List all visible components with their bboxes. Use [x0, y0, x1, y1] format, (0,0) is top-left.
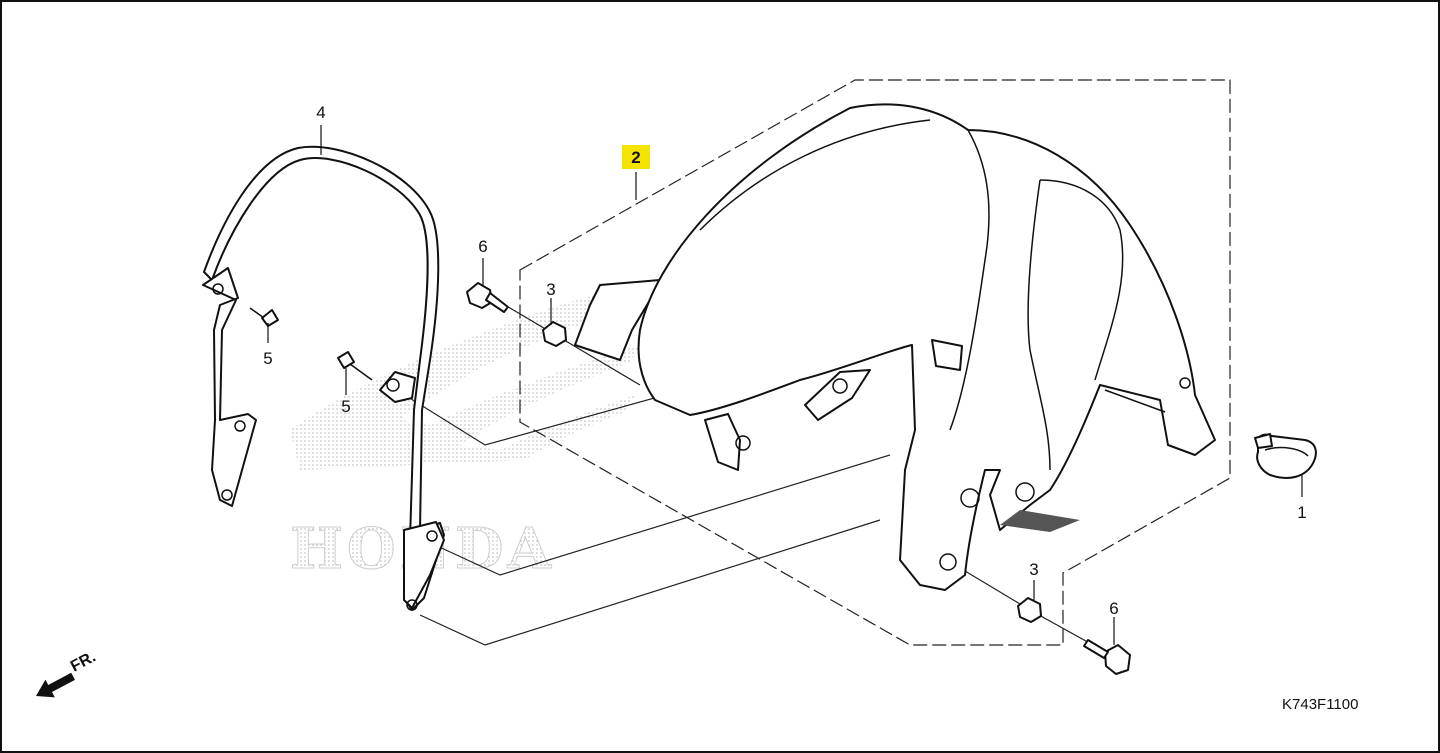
callout-3-bottom: 3	[1029, 560, 1038, 579]
front-direction-label: FR.	[68, 648, 99, 675]
flange-bolt-icon	[466, 282, 1131, 675]
fender-stay-icon	[202, 145, 445, 611]
callout-5-lower: 5	[341, 397, 350, 416]
nut-icon	[542, 321, 1042, 623]
callout-6-top: 6	[478, 237, 487, 256]
callout-leaders	[267, 125, 1303, 645]
screw-icon	[249, 307, 373, 381]
callout-2-highlight	[622, 145, 650, 169]
front-direction-arrow-icon	[36, 672, 75, 698]
callout-4: 4	[316, 103, 325, 122]
diagram-code: K743F1100	[1282, 696, 1358, 713]
callout-6-bottom: 6	[1109, 599, 1118, 618]
assembly-boundary	[519, 79, 1231, 646]
front-fender-icon	[574, 103, 1216, 591]
callout-5-upper: 5	[263, 349, 272, 368]
callout-2: 2	[631, 148, 640, 167]
callout-1: 1	[1297, 503, 1306, 522]
clip-icon	[1254, 433, 1317, 479]
callout-3-top: 3	[546, 280, 555, 299]
